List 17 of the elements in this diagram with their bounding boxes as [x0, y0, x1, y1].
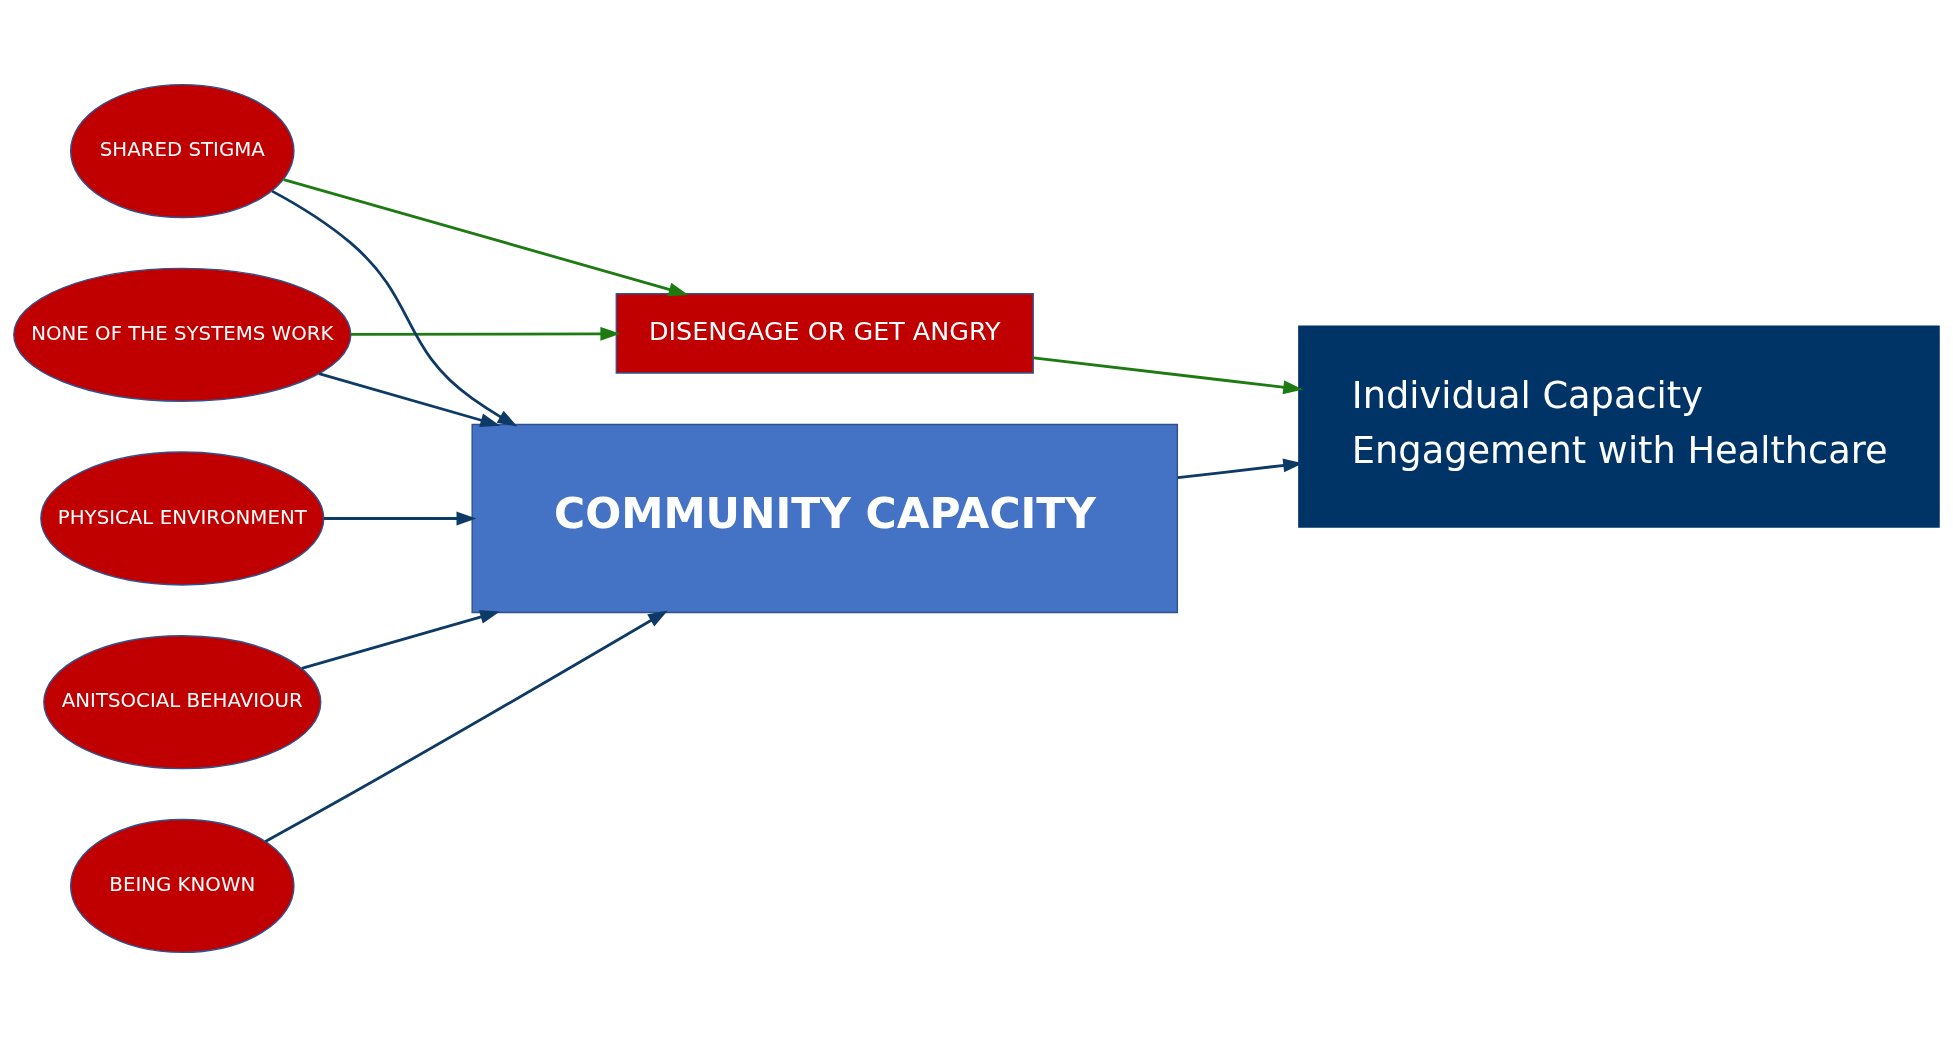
node-ellipse: PHYSICAL ENVIRONMENT — [40, 451, 325, 586]
arrow — [1033, 356, 1304, 395]
arrow — [323, 511, 477, 526]
arrow — [271, 189, 518, 427]
arrow — [350, 326, 621, 341]
arrow — [1177, 458, 1304, 480]
node-ellipse: ANITSOCIAL BEHAVIOUR — [43, 635, 322, 770]
arrow — [283, 178, 689, 297]
node-ellipse: BEING KNOWN — [69, 818, 295, 954]
node-ellipse: NONE OF THE SYSTEMS WORK — [13, 267, 352, 402]
arrow — [318, 372, 501, 427]
node-ellipse: SHARED STIGMA — [69, 83, 295, 219]
arrow — [264, 610, 668, 843]
node-box: COMMUNITY CAPACITY — [471, 423, 1179, 614]
arrow — [301, 610, 500, 670]
node-box: Individual Capacity Engagement with Healthcare — [1298, 325, 1940, 528]
node-box: DISENGAGE OR GET ANGRY — [615, 293, 1034, 374]
